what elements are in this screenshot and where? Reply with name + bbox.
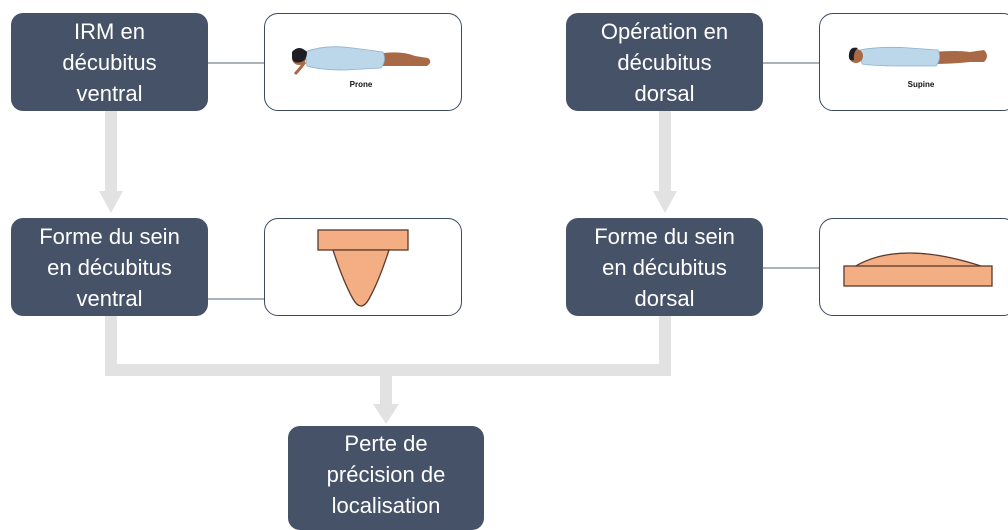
node-shape-supine: Forme du sein en décubitus dorsal <box>566 218 763 316</box>
supine-breast-shape-illustration <box>843 252 993 287</box>
node-surgery-supine: Opération en décubitus dorsal <box>566 13 763 111</box>
prone-caption: Prone <box>349 80 373 89</box>
node-line: ventral <box>76 285 143 311</box>
node-line: Forme du sein <box>39 223 180 249</box>
node-line: Opération en <box>600 18 729 44</box>
node-line: en décubitus <box>602 254 727 280</box>
arrow-head-center <box>373 404 399 424</box>
prone-breast-shape-card <box>264 218 462 316</box>
merge-left-down <box>105 316 117 376</box>
node-line: en décubitus <box>47 254 172 280</box>
arrow-shaft-left <box>105 111 117 193</box>
node-line: localisation <box>331 493 441 518</box>
node-line: précision de <box>326 462 446 487</box>
node-mri-prone: IRM en décubitus ventral <box>11 13 208 111</box>
node-line: décubitus <box>62 49 157 75</box>
arrow-head-right <box>653 191 677 213</box>
connector-layer <box>99 62 820 424</box>
node-line: Perte de <box>344 431 428 456</box>
node-line: décubitus <box>617 49 712 75</box>
prone-patient-illustration <box>292 46 431 76</box>
node-line: dorsal <box>634 80 695 106</box>
node-line: IRM en <box>74 18 145 44</box>
supine-caption: Supine <box>907 80 935 89</box>
node-line: Forme du sein <box>594 223 735 249</box>
arrow-head-left <box>99 191 123 213</box>
supine-breast-shape-card <box>819 218 1008 316</box>
merge-right-down <box>659 316 671 376</box>
merge-horizontal <box>105 364 671 376</box>
supine-image-card: Supine <box>819 13 1008 111</box>
node-shape-prone: Forme du sein en décubitus ventral <box>11 218 208 316</box>
supine-patient-illustration <box>848 46 987 67</box>
chest-plate <box>317 229 409 251</box>
prone-image-card: Prone <box>264 13 462 111</box>
prone-breast-shape-illustration <box>317 229 409 307</box>
breast-pendant <box>332 249 390 307</box>
node-line: dorsal <box>634 285 695 311</box>
chest-plate <box>843 265 993 287</box>
arrow-shaft-right <box>659 111 671 193</box>
breast-flat-dome <box>851 252 985 268</box>
node-line: ventral <box>76 80 143 106</box>
merge-center-down <box>380 376 392 406</box>
node-loss-precision: Perte de précision de localisation <box>288 426 484 530</box>
